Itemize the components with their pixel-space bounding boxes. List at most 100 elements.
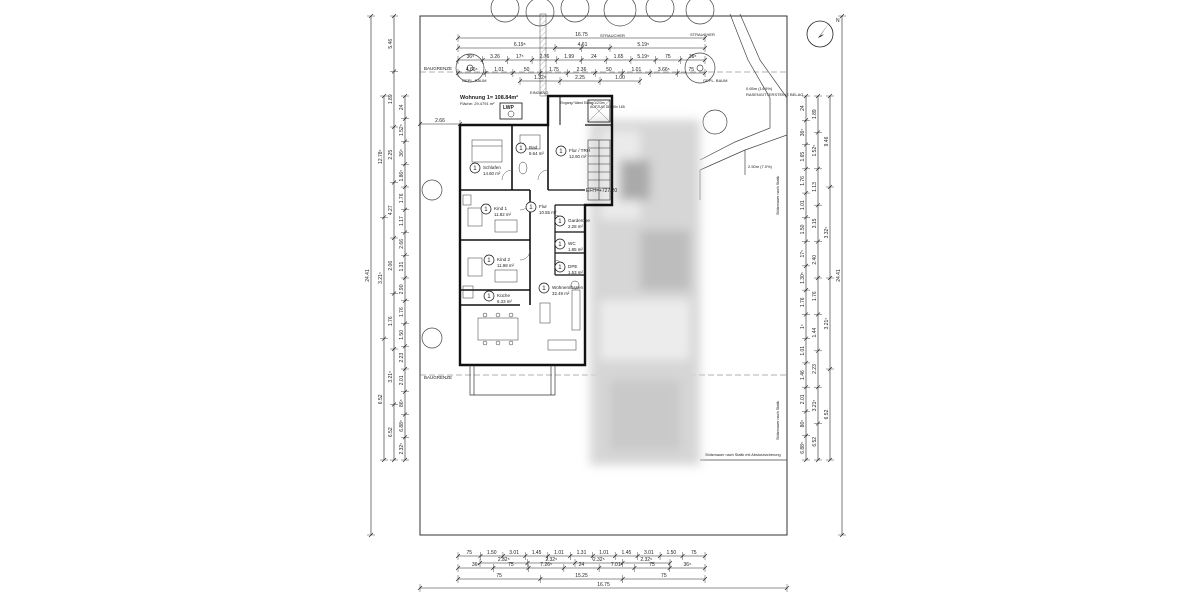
- room-number-marker: [538, 282, 550, 294]
- dimension-label: 1.99: [564, 54, 574, 60]
- room-number: 1: [558, 242, 562, 248]
- dimension-label: 1.76: [388, 316, 394, 326]
- dimension-label: 1.76: [800, 297, 806, 307]
- dimension-label: 24: [591, 54, 597, 60]
- room-area: 11.98 m²: [497, 263, 515, 268]
- blurred-neighbor-unit: [590, 120, 700, 465]
- dimension-label: 16.75: [597, 582, 610, 588]
- dimension-label: 1.86⁵: [399, 170, 405, 182]
- room-name: Flur / TRH: [569, 148, 590, 153]
- shrub-label-1: STRAUCHER: [600, 33, 625, 38]
- dimension-label: 2.66: [399, 239, 405, 249]
- room-area: 32.49 m²: [552, 291, 570, 296]
- dimension-label: 3.21⁵: [824, 318, 830, 330]
- room-number: 1: [542, 286, 546, 292]
- dimension-label: 1.01: [800, 346, 806, 356]
- dimension-label: 1.50: [399, 330, 405, 340]
- dimension-label: 6.52: [812, 437, 818, 447]
- dimension-label: 36⁵: [684, 562, 692, 568]
- room-number: 1: [484, 207, 488, 213]
- room-number-marker: [483, 290, 495, 302]
- room-number-marker: [469, 162, 481, 174]
- dimension-label: 2.66: [435, 118, 445, 124]
- dimension-chain: 16.75: [417, 582, 790, 592]
- dimension-label: 1.89: [388, 94, 394, 104]
- dimension-label: 2.23: [399, 353, 405, 363]
- dimension-label: 24: [579, 562, 585, 568]
- room-area: 12.60 m²: [569, 154, 587, 159]
- dimension-label: 3.01: [644, 550, 654, 556]
- room-number: 1: [473, 166, 477, 172]
- dimension-label: 17⁵: [800, 250, 806, 258]
- dimension-label: 1.75: [549, 67, 559, 73]
- dimension-label: 24: [800, 105, 806, 111]
- elevator-shaft: [587, 99, 611, 123]
- dimension-label: 2.06: [388, 261, 394, 271]
- dimension-label: 9.46: [824, 136, 830, 146]
- dimension-label: 15.25: [575, 573, 588, 579]
- dimension-label: 36⁵: [689, 54, 697, 60]
- dimension-label: 5.19⁵: [637, 54, 649, 60]
- dimension-chain: 24.41: [365, 13, 375, 538]
- dimension-label: 1.76: [399, 193, 405, 203]
- dimension-label: 17⁵: [516, 54, 524, 60]
- driveway-ramp: [699, 13, 788, 200]
- dimension-label: 24.41: [365, 269, 371, 282]
- dimension-label: 1.50: [487, 550, 497, 556]
- room-number-marker: [554, 261, 566, 273]
- property-boundary: [419, 15, 788, 536]
- dimension-label: 3.01: [509, 550, 519, 556]
- room-area: 1.53 m²: [568, 270, 583, 275]
- dimension-chain: 2436⁵1.651.761.011.5017⁵1.30⁵1.761⁵1.011…: [800, 93, 810, 463]
- room-number-marker: [554, 215, 566, 227]
- dimension-label: 1.76: [800, 176, 806, 186]
- terrace: [469, 365, 556, 396]
- dimension-label: 86⁵: [399, 399, 405, 407]
- room-number-marker: [480, 203, 492, 215]
- apartment-area-note: Fläche: 29.4791 m²: [460, 101, 495, 106]
- dimension-label: 50: [524, 67, 530, 73]
- lwp-label: LWP: [503, 105, 514, 111]
- dimension-label: 2.76: [540, 54, 550, 60]
- dimension-label: 36⁵: [472, 562, 480, 568]
- dimension-label: 1.76: [812, 291, 818, 301]
- slope-note-2: RASENGITTERSTEINE BELAG: [746, 92, 803, 97]
- dimension-label: 24.41: [836, 269, 842, 282]
- dimension-label: 75: [496, 573, 502, 579]
- room-area: 8.64 m²: [529, 151, 544, 156]
- dimension-label: 2.32⁵: [640, 557, 652, 563]
- dimension-label: 3.26: [490, 54, 500, 60]
- dimension-label: 1.32⁵: [534, 75, 546, 81]
- dimension-label: 6.19⁵: [514, 42, 526, 48]
- dimension-label: 75: [661, 573, 667, 579]
- room-number-marker: [555, 145, 567, 157]
- dimension-label: 1.01: [632, 67, 642, 73]
- wall-note-2: Stützmauer nach Statik: [776, 401, 780, 440]
- dimension-label: 36⁵: [467, 54, 475, 60]
- room-area: 1.85 m²: [568, 247, 583, 252]
- dimension-label: 3.21⁵: [812, 399, 818, 411]
- north-arrow: [806, 20, 834, 48]
- dimension-label: 75: [688, 67, 694, 73]
- dimension-label: 4.66⁵: [466, 67, 478, 73]
- room-area: 11.82 m²: [494, 212, 512, 217]
- dimension-label: 2.32⁵: [498, 557, 510, 563]
- dimension-label: 5.19⁵: [637, 42, 649, 48]
- dimension-label: 1.50: [666, 550, 676, 556]
- baugrenze-label-bottom: BAUGRENZE: [424, 375, 452, 380]
- dimension-label: 1.65: [614, 54, 624, 60]
- dimension-label: 1.17: [399, 216, 405, 226]
- dimension-label: 1.01: [554, 550, 564, 556]
- dimension-label: 2.40: [812, 255, 818, 265]
- dimension-label: 36⁵: [800, 129, 806, 137]
- north-label: N: [836, 18, 840, 24]
- dimension-label: 6.52: [378, 394, 384, 404]
